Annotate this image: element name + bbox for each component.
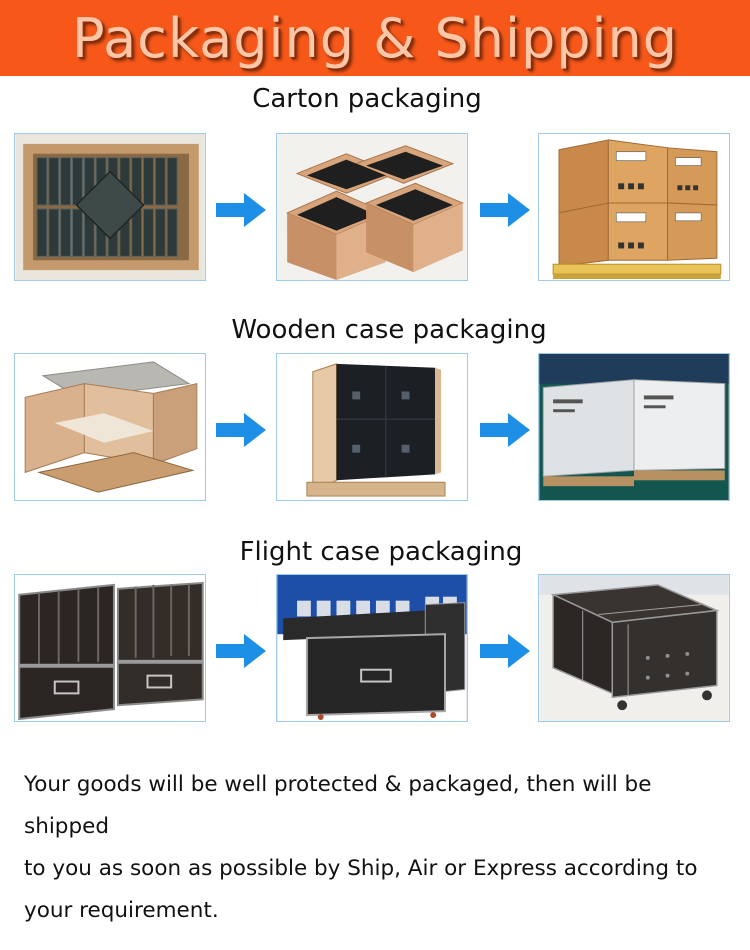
flight-case-photo-open-cases (14, 574, 206, 722)
arrow-right-icon (216, 193, 266, 227)
page-title: Packaging & Shipping (71, 6, 679, 70)
section-title-wooden: Wooden case packaging (231, 315, 547, 345)
carton-photo-open-boxes (276, 133, 468, 281)
footer-line-1: Your goods will be well protected & pack… (24, 772, 652, 839)
arrow-right-icon (480, 413, 530, 447)
footer-line-2: to you as soon as possible by Ship, Air … (24, 856, 698, 881)
wooden-photo-closed-crates (538, 353, 730, 501)
wooden-photo-screen-in-crate (276, 353, 468, 501)
flight-case-photo-loaded-cases (276, 574, 468, 722)
arrow-right-icon (480, 193, 530, 227)
wooden-photo-case-parts (14, 353, 206, 501)
footer-description: Your goods will be well protected & pack… (24, 764, 734, 932)
section-title-flight-case: Flight case packaging (239, 537, 523, 567)
footer-line-3: your requirement. (24, 898, 219, 923)
arrow-right-icon (480, 634, 530, 668)
carton-photo-panels-in-box (14, 133, 206, 281)
flight-case-photo-stacked-cases (538, 574, 730, 722)
arrow-right-icon (216, 413, 266, 447)
header-banner: Packaging & Shipping (0, 0, 750, 76)
section-title-carton: Carton packaging (252, 84, 482, 114)
carton-photo-sealed-boxes-on-pallet (538, 133, 730, 281)
arrow-right-icon (216, 634, 266, 668)
